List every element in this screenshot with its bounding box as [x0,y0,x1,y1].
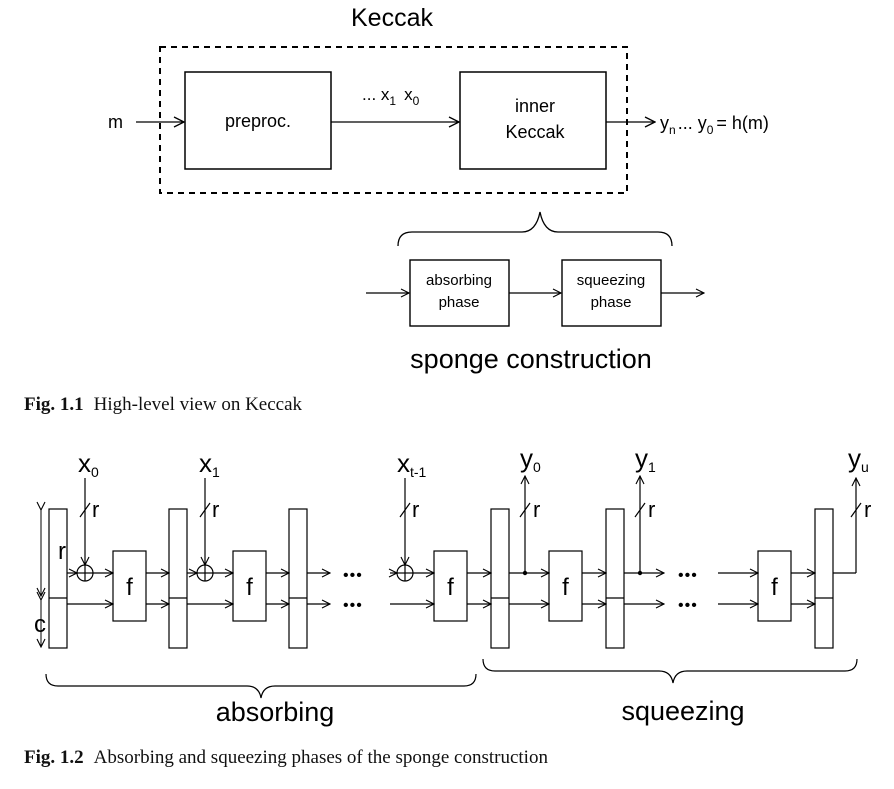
preproc-label: preproc. [225,111,291,131]
fig-1-1-caption-text: High-level view on Keccak [93,394,303,415]
inner-label: inner [515,96,555,116]
fig-1-1-caption-label: Fig. 1.1 [24,394,84,415]
state-column [288,508,308,649]
sponge-construction-label: sponge construction [410,344,652,374]
fig-1-1-caption: Fig. 1.1 High-level view on Keccak [24,394,302,416]
fig-1-2-caption-text: Absorbing and squeezing phases of the sp… [93,747,548,768]
output-y0-label: y0 [520,443,541,475]
sponge-curly-brace [397,211,673,247]
width-slash-mark [399,502,411,518]
continuation-dots: ••• [343,567,363,584]
r-width-label: r [412,497,419,522]
r-width-label: r [864,497,871,522]
state-column [168,508,188,649]
r-width-label: r [648,497,655,522]
state-column [814,508,834,649]
absorbing-phase-label-1: absorbing [426,272,492,289]
f-permutation-box [433,550,468,622]
f-label: f [126,574,133,601]
keccak-title: Keccak [351,4,433,32]
squeezing-brace [482,658,858,684]
width-slash-mark [79,502,91,518]
input-x1-label: x1 [199,448,220,480]
absorbing-brace [45,673,477,699]
fig-1-2-caption: Fig. 1.2 Absorbing and squeezing phases o… [24,747,548,769]
r-width-label: r [92,497,99,522]
keccak-dashed-boundary [159,46,628,194]
fig-1-2-caption-label: Fig. 1.2 [24,747,84,768]
continuation-dots: ••• [343,597,363,614]
state-column [605,508,625,649]
absorbing-phase-label-2: phase [439,294,480,311]
inner-keccak-box [459,71,607,170]
preproc-box [184,71,332,170]
width-slash-mark [519,502,531,518]
input-x0-label: x0 [78,448,99,480]
f-label: f [562,574,569,601]
continuation-dots: ••• [678,597,698,614]
state-column [48,508,68,649]
squeezing-phase-box [561,259,662,327]
input-xt-1-label: xt-1 [397,448,427,480]
capacity-c-label: c [34,611,46,638]
squeezing-label: squeezing [621,696,744,726]
width-slash-mark [850,502,862,518]
absorbing-label: absorbing [216,697,335,727]
f-permutation-box [112,550,147,622]
rate-r-label: r [58,538,66,565]
output-label: yn... y0= h(m) [660,113,769,137]
f-permutation-box [757,550,792,622]
output-y1-label: y1 [635,443,656,475]
squeezing-phase-label-1: squeezing [577,272,645,289]
keccak-label: Keccak [505,122,565,142]
output-yu-label: yu [848,443,869,475]
fig2-sponge-chain: f f f f f ••• ••• r r r x0 x1 xt-1 ••• ••• r r r y0 y1 yu [41,443,871,649]
f-label: f [771,574,778,601]
absorbing-phase-box [409,259,510,327]
f-label: f [447,574,454,601]
state-column [490,508,510,649]
continuation-dots: ••• [678,567,698,584]
r-width-label: r [212,497,219,522]
f-label: f [246,574,253,601]
r-width-label: r [533,497,540,522]
squeezing-phase-label-2: phase [591,294,632,311]
width-slash-mark [634,502,646,518]
input-m-label: m [108,112,123,132]
width-slash-mark [199,502,211,518]
f-permutation-box [548,550,583,622]
f-permutation-box [232,550,267,622]
